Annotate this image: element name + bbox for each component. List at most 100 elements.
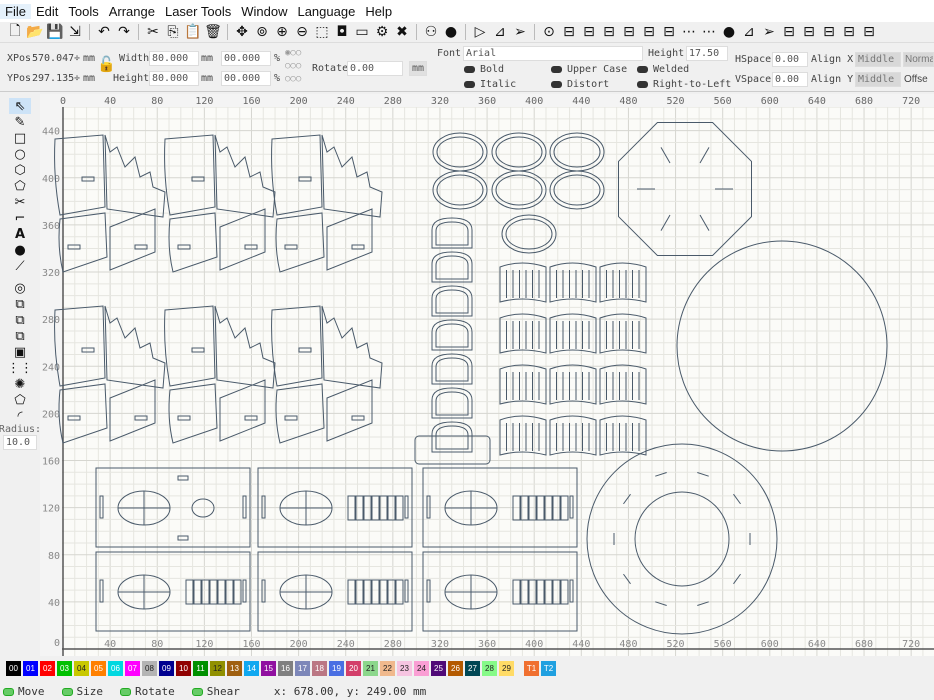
color-swatch-06[interactable]: 06 xyxy=(108,661,123,676)
normal-select[interactable]: Norma xyxy=(903,52,934,67)
send-icon[interactable]: ➢ xyxy=(514,24,526,40)
color-swatch-01[interactable]: 01 xyxy=(23,661,38,676)
camera-icon[interactable]: ◘ xyxy=(336,24,348,40)
anchor-point-grid[interactable]: ◉○○○○○○○○ xyxy=(285,48,302,84)
color-swatch-21[interactable]: 21 xyxy=(363,661,378,676)
boolean-subtract-icon[interactable]: ⧉ xyxy=(15,312,25,328)
color-swatch-02[interactable]: 02 xyxy=(40,661,55,676)
color-swatch-08[interactable]: 08 xyxy=(142,661,157,676)
align-a-icon[interactable]: ⊟ xyxy=(783,24,795,40)
flip-horizontal-icon[interactable]: ▷ xyxy=(474,24,486,40)
color-swatch-T2[interactable]: T2 xyxy=(541,661,556,676)
align-c-icon[interactable]: ⊟ xyxy=(823,24,835,40)
ypos-spinner[interactable]: ÷ xyxy=(74,73,81,84)
color-swatch-26[interactable]: 26 xyxy=(448,661,463,676)
align-x-select[interactable]: Middle xyxy=(855,52,901,67)
paste-icon[interactable]: 📋 xyxy=(184,24,202,40)
menu-edit[interactable]: Edit xyxy=(35,3,59,19)
zoom-fit-icon[interactable]: ⊚ xyxy=(256,24,268,40)
distribute-v-icon[interactable]: ⋯ xyxy=(702,24,716,40)
color-swatch-14[interactable]: 14 xyxy=(244,661,259,676)
rectangle-tool-icon[interactable]: □ xyxy=(13,130,27,146)
font-select[interactable]: Arial xyxy=(463,46,643,61)
send-2-icon[interactable]: ➢ xyxy=(763,24,775,40)
align-d-icon[interactable]: ⊟ xyxy=(843,24,855,40)
select-frame-icon[interactable]: ⬚ xyxy=(315,24,329,40)
import-icon[interactable]: ⇲ xyxy=(69,24,81,40)
color-swatch-11[interactable]: 11 xyxy=(193,661,208,676)
boolean-intersect-icon[interactable]: ⧉ xyxy=(15,328,25,344)
align-left-icon[interactable]: ⊟ xyxy=(563,24,575,40)
shear-toggle[interactable]: Shear xyxy=(191,685,240,698)
measure-tool-icon[interactable]: ⟋ xyxy=(15,258,25,274)
bold-toggle[interactable]: Bold xyxy=(464,62,504,77)
color-swatch-17[interactable]: 17 xyxy=(295,661,310,676)
menu-help[interactable]: Help xyxy=(365,3,393,19)
color-swatch-04[interactable]: 04 xyxy=(74,661,89,676)
rtl-toggle[interactable]: Right-to-Left xyxy=(637,77,731,92)
align-bottom-icon[interactable]: ⊟ xyxy=(663,24,675,40)
menu-language[interactable]: Language xyxy=(297,3,356,19)
color-swatch-23[interactable]: 23 xyxy=(397,661,412,676)
copy-icon[interactable]: ⎘ xyxy=(167,24,179,40)
polygon-tool-icon[interactable]: ⬡ xyxy=(14,162,26,178)
scale-width-input[interactable]: 00.000 xyxy=(221,51,271,66)
distribute-icon[interactable]: ⋯ xyxy=(682,24,696,40)
save-icon[interactable]: 💾 xyxy=(46,24,64,40)
xpos-spinner[interactable]: ÷ xyxy=(74,53,81,64)
group-icon[interactable]: ⚇ xyxy=(424,24,438,40)
circular-array-icon[interactable]: ✺ xyxy=(14,376,26,392)
size-toggle[interactable]: Size xyxy=(61,685,103,698)
move-icon[interactable]: ✥ xyxy=(236,24,248,40)
monitor-icon[interactable]: ▭ xyxy=(355,24,369,40)
target-icon[interactable]: ⊙ xyxy=(543,24,555,40)
shape-tool-icon[interactable]: ⬠ xyxy=(14,178,26,194)
color-swatch-29[interactable]: 29 xyxy=(499,661,514,676)
color-swatch-28[interactable]: 28 xyxy=(482,661,497,676)
color-swatch-18[interactable]: 18 xyxy=(312,661,327,676)
redo-icon[interactable]: ↷ xyxy=(118,24,130,40)
select-tool-icon[interactable]: ⇖ xyxy=(9,98,31,114)
color-swatch-13[interactable]: 13 xyxy=(227,661,242,676)
align-right-icon[interactable]: ⊟ xyxy=(603,24,615,40)
grid-array-icon[interactable]: ⋮⋮ xyxy=(7,360,33,376)
tools-icon[interactable]: ✖ xyxy=(396,24,408,40)
units-toggle-button[interactable]: mm xyxy=(409,61,428,76)
color-swatch-T1[interactable]: T1 xyxy=(524,661,539,676)
color-swatch-03[interactable]: 03 xyxy=(57,661,72,676)
position-pin-icon[interactable]: ● xyxy=(14,242,26,258)
weld-icon[interactable]: ▣ xyxy=(13,344,27,360)
vspace-input[interactable]: 0.00 xyxy=(772,72,808,87)
boolean-union-icon[interactable]: ⧉ xyxy=(15,296,25,312)
lock-icon[interactable]: 🔓 xyxy=(97,55,116,73)
menu-window[interactable]: Window xyxy=(241,3,288,19)
pen-tool-icon[interactable]: ✎ xyxy=(14,114,26,130)
color-swatch-05[interactable]: 05 xyxy=(91,661,106,676)
align-e-icon[interactable]: ⊟ xyxy=(863,24,875,40)
color-swatch-10[interactable]: 10 xyxy=(176,661,191,676)
cut-icon[interactable]: ✂ xyxy=(147,24,159,40)
ungroup-icon[interactable]: ● xyxy=(444,24,458,40)
align-top-icon[interactable]: ⊟ xyxy=(623,24,635,40)
zoom-in-icon[interactable]: ⊕ xyxy=(276,24,288,40)
zoom-out-icon[interactable]: ⊖ xyxy=(296,24,308,40)
menu-tools[interactable]: Tools xyxy=(68,3,99,19)
menu-laser-tools[interactable]: Laser Tools xyxy=(164,3,232,19)
mirror-icon[interactable]: ⊿ xyxy=(494,24,506,40)
height-input[interactable]: 80.000 xyxy=(149,71,199,86)
ellipse-tool-icon[interactable]: ○ xyxy=(14,146,26,162)
new-file-icon[interactable]: 🗋 xyxy=(9,23,21,39)
color-swatch-20[interactable]: 20 xyxy=(346,661,361,676)
open-folder-icon[interactable]: 📂 xyxy=(26,24,44,40)
rotate-input[interactable]: 0.00 xyxy=(347,61,403,76)
italic-toggle[interactable]: Italic xyxy=(464,77,516,92)
width-input[interactable]: 80.000 xyxy=(149,51,199,66)
align-b-icon[interactable]: ⊟ xyxy=(803,24,815,40)
settings-icon[interactable]: ⚙ xyxy=(375,24,389,40)
align-middle-icon[interactable]: ⊟ xyxy=(643,24,655,40)
color-swatch-27[interactable]: 27 xyxy=(465,661,480,676)
distort-toggle[interactable]: Distort xyxy=(551,77,609,92)
font-height-input[interactable]: 17.50 xyxy=(686,46,728,61)
frame-icon[interactable]: ⌐ xyxy=(14,210,26,226)
